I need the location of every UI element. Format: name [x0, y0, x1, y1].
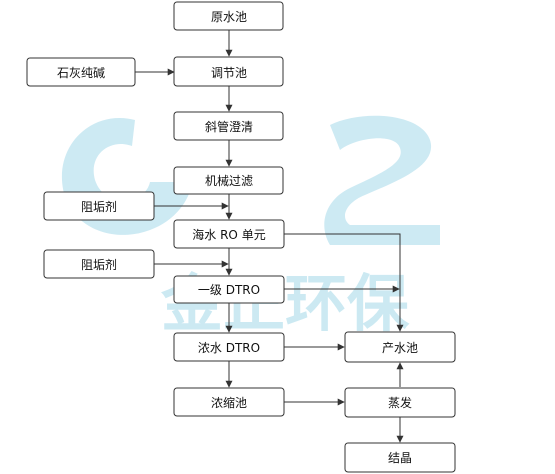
- node-evaporation: 蒸发: [344, 387, 456, 418]
- node-product-pool: 产水池: [344, 331, 456, 363]
- node-adjust-pool: 调节池: [173, 56, 284, 87]
- node-crystal-label: 结晶: [388, 451, 412, 465]
- node-inclined-tube: 斜管澄清: [173, 111, 284, 141]
- node-product-pool-label: 产水池: [382, 341, 418, 355]
- node-dtro-stage1-label: 一级 DTRO: [198, 283, 260, 297]
- node-conc-dtro: 浓水 DTRO: [173, 332, 285, 362]
- node-dtro-stage1: 一级 DTRO: [173, 275, 285, 304]
- node-concentrate-pool: 浓缩池: [173, 387, 285, 417]
- node-antiscalant-1-label: 阻垢剂: [81, 199, 117, 214]
- node-antiscalant-1: 阻垢剂: [43, 191, 155, 221]
- node-raw-pool-label: 原水池: [211, 10, 247, 24]
- node-antiscalant-2-label: 阻垢剂: [81, 257, 117, 272]
- node-antiscalant-2: 阻垢剂: [43, 249, 155, 279]
- node-lime-soda: 石灰纯碱: [26, 57, 136, 87]
- node-concentrate-pool-label: 浓缩池: [211, 395, 247, 410]
- edge-ro-to-product: [284, 233, 404, 332]
- node-raw-pool: 原水池: [173, 1, 284, 31]
- node-lime-soda-label: 石灰纯碱: [57, 66, 105, 80]
- node-seawater-ro-label: 海水 RO 单元: [192, 227, 265, 242]
- node-crystal: 结晶: [344, 442, 456, 473]
- node-conc-dtro-label: 浓水 DTRO: [198, 341, 260, 355]
- node-mech-filter: 机械过滤: [173, 166, 284, 195]
- watermark-logo-mark-right: [324, 115, 440, 246]
- node-evaporation-label: 蒸发: [388, 395, 412, 410]
- node-adjust-pool-label: 调节池: [211, 66, 247, 80]
- edges: [135, 30, 404, 443]
- node-inclined-tube-label: 斜管澄清: [205, 119, 253, 134]
- node-mech-filter-label: 机械过滤: [205, 173, 253, 188]
- node-seawater-ro: 海水 RO 单元: [173, 219, 285, 249]
